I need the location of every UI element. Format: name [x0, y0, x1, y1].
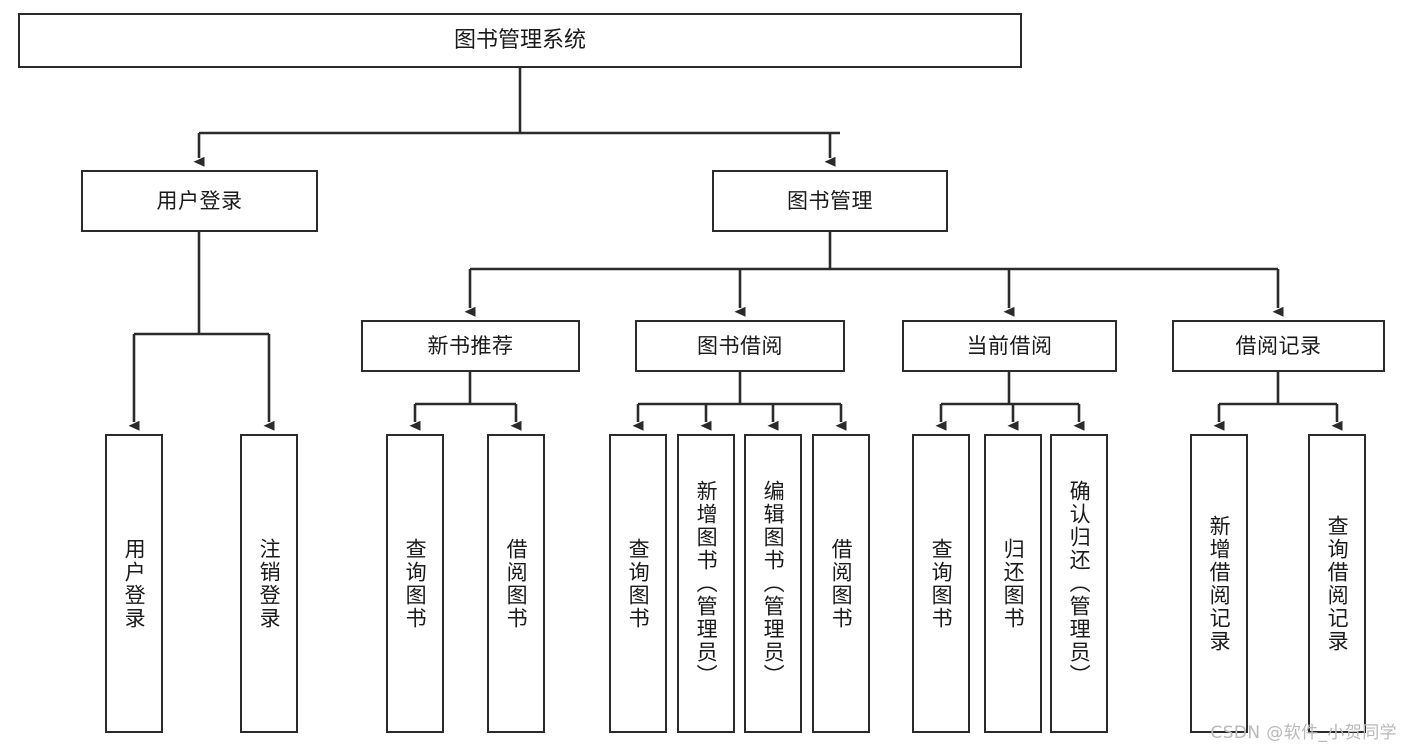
leaf-add-book-label: 新增图书（管理员） [694, 480, 719, 687]
node-current-borrow-label: 当前借阅 [966, 333, 1053, 358]
leaf-borrow-book-1[interactable]: 借阅图书 [487, 434, 545, 733]
node-book-manage[interactable]: 图书管理 [712, 170, 948, 232]
leaf-borrow-book-1-label: 借阅图书 [504, 537, 529, 630]
leaf-user-login[interactable]: 用户登录 [105, 434, 163, 733]
leaf-query-book-1-label: 查询图书 [403, 537, 428, 630]
node-root-label: 图书管理系统 [453, 27, 586, 53]
leaf-user-login-label: 用户登录 [122, 537, 147, 630]
leaf-query-record[interactable]: 查询借阅记录 [1308, 434, 1366, 733]
leaf-edit-book[interactable]: 编辑图书（管理员） [744, 434, 802, 733]
leaf-user-logout[interactable]: 注销登录 [240, 434, 298, 733]
node-root[interactable]: 图书管理系统 [18, 13, 1022, 68]
leaf-add-record[interactable]: 新增借阅记录 [1190, 434, 1248, 733]
leaf-query-book-3[interactable]: 查询图书 [912, 434, 970, 733]
leaf-edit-book-label: 编辑图书（管理员） [761, 480, 786, 687]
node-user-login[interactable]: 用户登录 [81, 170, 318, 232]
leaf-query-record-label: 查询借阅记录 [1325, 514, 1350, 653]
leaf-add-book[interactable]: 新增图书（管理员） [677, 434, 735, 733]
node-new-book-recommend[interactable]: 新书推荐 [361, 320, 580, 372]
node-book-borrow[interactable]: 图书借阅 [635, 320, 845, 372]
node-book-borrow-label: 图书借阅 [697, 333, 783, 358]
leaf-query-book-2[interactable]: 查询图书 [609, 434, 667, 733]
watermark: CSDN @软件_小贺同学 [1210, 723, 1397, 743]
node-borrow-record[interactable]: 借阅记录 [1172, 320, 1385, 372]
leaf-user-logout-label: 注销登录 [257, 537, 282, 630]
leaf-return-book-label: 归还图书 [1001, 537, 1026, 630]
node-new-book-recommend-label: 新书推荐 [427, 333, 514, 358]
node-borrow-record-label: 借阅记录 [1235, 333, 1322, 358]
leaf-return-book[interactable]: 归还图书 [984, 434, 1042, 733]
leaf-borrow-book-2[interactable]: 借阅图书 [812, 434, 870, 733]
leaf-query-book-2-label: 查询图书 [626, 537, 651, 630]
leaf-confirm-return-label: 确认归还（管理员） [1067, 480, 1092, 687]
node-current-borrow[interactable]: 当前借阅 [902, 320, 1117, 372]
node-user-login-label: 用户登录 [156, 188, 243, 213]
leaf-query-book-1[interactable]: 查询图书 [386, 434, 444, 733]
leaf-borrow-book-2-label: 借阅图书 [829, 537, 854, 630]
leaf-add-record-label: 新增借阅记录 [1207, 514, 1232, 653]
node-book-manage-label: 图书管理 [787, 188, 873, 213]
leaf-confirm-return[interactable]: 确认归还（管理员） [1050, 434, 1108, 733]
leaf-query-book-3-label: 查询图书 [929, 537, 954, 630]
